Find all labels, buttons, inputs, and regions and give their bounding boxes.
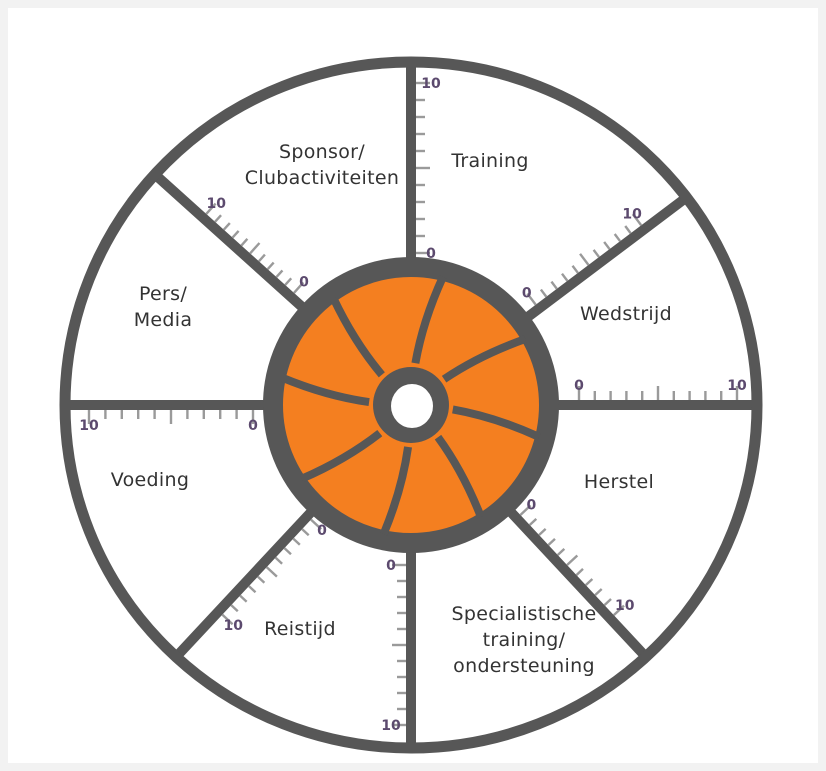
hub-line bbox=[280, 373, 370, 407]
scale-tick bbox=[222, 222, 231, 231]
segment-label-sponsor: Sponsor/Clubactiviteiten bbox=[245, 141, 399, 189]
scale-tick bbox=[528, 517, 538, 526]
scale-tick bbox=[539, 288, 548, 298]
scale-tick bbox=[214, 214, 222, 223]
scale-tick bbox=[519, 504, 532, 516]
scale-tick bbox=[631, 213, 643, 226]
scale-tick bbox=[556, 548, 566, 556]
scale-tick bbox=[265, 566, 278, 578]
outer-circle bbox=[59, 56, 763, 754]
scale-tick bbox=[284, 277, 293, 286]
scale-number-10: 10 bbox=[727, 378, 747, 394]
spoke-line bbox=[171, 499, 324, 662]
scale-tick bbox=[239, 594, 248, 603]
spoke-line bbox=[149, 169, 315, 319]
scale-tick bbox=[274, 556, 283, 565]
hub bbox=[263, 257, 559, 553]
segment-label-voeding: Voeding bbox=[111, 469, 189, 491]
hub-line bbox=[329, 296, 385, 378]
hub-line bbox=[379, 446, 413, 536]
scale-numbers: 0 10 0 10 0 10 0 10 0 10 0 10 0 10 0 10 bbox=[79, 76, 747, 734]
hub-line bbox=[441, 335, 527, 383]
scale-tick bbox=[571, 265, 579, 274]
scale-tick bbox=[230, 604, 239, 613]
scale-number-10: 10 bbox=[79, 418, 99, 434]
scale-tick bbox=[603, 241, 611, 250]
scale-number-10: 10 bbox=[224, 618, 244, 634]
scale-tick bbox=[526, 292, 537, 306]
scale-tick bbox=[594, 588, 603, 596]
scale-tick bbox=[575, 568, 584, 576]
scale-tick bbox=[538, 527, 547, 536]
scale-tick bbox=[257, 253, 266, 263]
scale-tick bbox=[592, 249, 600, 258]
scale-tick bbox=[566, 554, 579, 566]
scale-number-0: 0 bbox=[426, 246, 436, 262]
scale-tick bbox=[310, 518, 323, 531]
scale-number-0: 0 bbox=[299, 275, 309, 291]
segment-label-training: Training bbox=[450, 150, 528, 172]
scale-tick bbox=[293, 281, 305, 294]
scale-tick bbox=[579, 253, 590, 266]
scale-ticks bbox=[87, 81, 739, 727]
scale-tick bbox=[547, 537, 556, 546]
segment-label-reistijd: Reistijd bbox=[264, 618, 336, 640]
segment-label-herstel: Herstel bbox=[584, 471, 654, 493]
scale-tick bbox=[240, 238, 249, 247]
scale-tick bbox=[550, 280, 558, 290]
scale-tick bbox=[624, 225, 632, 234]
spoke-line bbox=[514, 192, 692, 329]
scale-number-0: 0 bbox=[317, 523, 327, 539]
scale-number-0: 0 bbox=[526, 498, 536, 514]
scale-number-10: 10 bbox=[207, 196, 227, 212]
scale-tick bbox=[561, 272, 569, 282]
segment-label-pers-media: Pers/Media bbox=[134, 283, 193, 331]
scale-tick bbox=[275, 269, 284, 278]
scale-tick bbox=[603, 598, 612, 607]
hub-line bbox=[411, 275, 447, 364]
scale-tick bbox=[221, 613, 234, 626]
scale-tick bbox=[266, 261, 275, 271]
scale-number-10: 10 bbox=[615, 598, 635, 614]
scale-tick bbox=[231, 230, 240, 239]
scale-tick bbox=[205, 202, 217, 215]
scale-tick bbox=[584, 578, 594, 586]
hub-line bbox=[434, 434, 485, 519]
segment-label-wedstrijd: Wedstrijd bbox=[580, 303, 672, 325]
scale-number-10: 10 bbox=[381, 718, 401, 734]
scale-tick bbox=[301, 528, 310, 537]
scale-number-0: 0 bbox=[386, 558, 396, 574]
hub-line bbox=[452, 405, 541, 441]
scale-number-10: 10 bbox=[421, 76, 441, 92]
hub-center-hole bbox=[391, 384, 433, 428]
scale-tick bbox=[613, 233, 622, 242]
scale-tick bbox=[283, 547, 292, 556]
spokes bbox=[60, 57, 762, 753]
wheel-diagram: 0 10 0 10 0 10 0 10 0 10 0 10 0 10 0 10 TrainingWedstri… bbox=[59, 56, 763, 754]
scale-tick bbox=[249, 242, 261, 255]
scale-tick bbox=[248, 585, 257, 594]
scale-tick bbox=[612, 604, 625, 617]
hub-line bbox=[299, 429, 383, 483]
scale-number-10: 10 bbox=[622, 206, 642, 222]
scale-tick bbox=[292, 537, 301, 546]
scale-number-0: 0 bbox=[574, 378, 584, 394]
scale-number-0: 0 bbox=[248, 418, 258, 434]
scale-tick bbox=[256, 575, 266, 584]
outer-ring bbox=[59, 56, 763, 754]
scale-number-0: 0 bbox=[522, 286, 532, 302]
spoke-line bbox=[498, 499, 651, 662]
